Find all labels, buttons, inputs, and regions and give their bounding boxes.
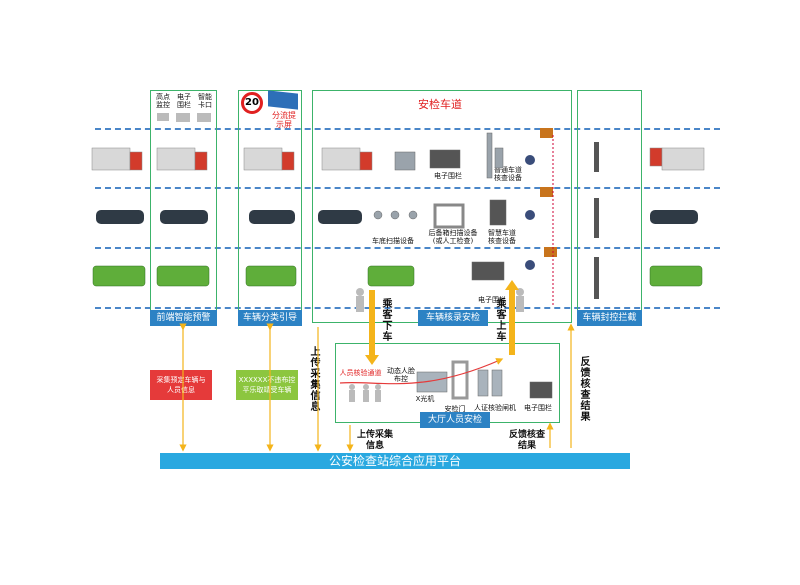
label-classify-guide: 车辆分类引导 <box>238 310 302 326</box>
hall-equipment-icon <box>416 360 553 400</box>
hall-flow-arrow <box>339 358 504 385</box>
e-fence-label-1: 电子围栏 <box>434 172 462 180</box>
police-barrier-icon <box>525 128 557 305</box>
passenger-arrows <box>369 290 515 355</box>
label-front-warning: 前端智能预警 <box>150 310 217 326</box>
hall-face-id-label: 动态人脸 布控 <box>387 367 415 383</box>
truck-icon <box>91 147 705 171</box>
label-block: 车辆封控拦截 <box>577 310 642 326</box>
e-fence-label-2: 电子围栏 <box>478 296 506 304</box>
diversion-screen-label: 分流提 示屏 <box>272 111 296 129</box>
hall-id-gate-label: 人证核验闸机 <box>474 404 516 412</box>
inspection-devices-icon <box>373 132 507 281</box>
people-icon <box>349 288 524 402</box>
platform-bar: 公安检查站综合应用平台 <box>160 453 630 469</box>
lane-divider-2 <box>95 187 720 189</box>
lane-checker-label-1: 普通车道 核查设备 <box>494 166 522 182</box>
bollards-icon <box>594 142 599 299</box>
underbody-scan-label: 车底扫描设备 <box>372 237 414 245</box>
upload-info-label-2: 上传采集 信息 <box>356 430 393 451</box>
feedback-label-1: 反馈核查 结果 <box>508 430 545 451</box>
front-device-fence: 电子 围栏 <box>177 93 191 109</box>
hall-e-fence-label: 电子围栏 <box>524 404 552 412</box>
lane-divider-1 <box>95 128 720 130</box>
front-device-gate: 智能 卡口 <box>198 93 212 109</box>
get-on-label: 乘客上车 <box>494 298 505 342</box>
speed-limit-sign: 20 <box>241 92 263 114</box>
label-hall: 大厅人员安检 <box>420 412 490 428</box>
front-device-monitor: 高点 监控 <box>156 93 170 109</box>
front-devices-icon <box>157 113 211 122</box>
bus-icon <box>92 265 703 287</box>
lane-divider-3 <box>95 247 720 249</box>
suv-icon <box>96 210 698 224</box>
hall-door-label: 安检门 <box>444 405 466 413</box>
inspect-lane-title: 安检车道 <box>418 98 462 111</box>
trunk-scan-label: 后备箱扫描设备 (或人工检查) <box>428 229 478 245</box>
hall-channel-label: 人员核验通道 <box>339 369 382 377</box>
feedback-label-2: 反馈核查结果 <box>578 356 589 422</box>
lane-divider-4 <box>95 307 720 309</box>
lane-checker-label-2: 智慧车道 核查设备 <box>488 229 516 245</box>
get-off-label: 乘客下车 <box>380 298 391 342</box>
flow-connectors <box>179 323 575 452</box>
label-vehicle-inspection: 车辆核录安检 <box>418 310 488 326</box>
hall-xray-label: X光机 <box>415 395 435 403</box>
upload-info-label-1: 上传采集信息 <box>308 346 319 412</box>
